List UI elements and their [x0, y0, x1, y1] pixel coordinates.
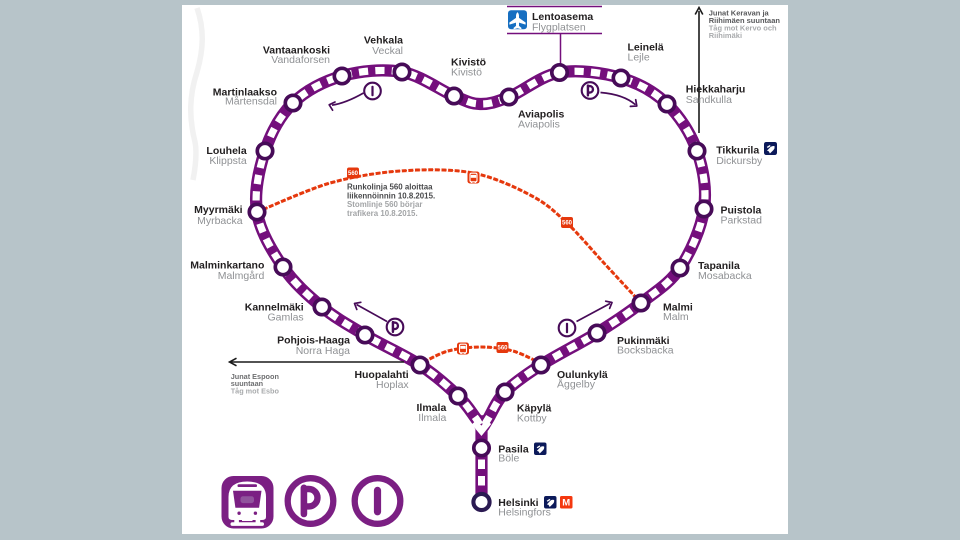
- svg-text:Martinlaakso: Martinlaakso: [213, 86, 277, 98]
- svg-text:Malmgård: Malmgård: [218, 270, 265, 282]
- svg-text:Riihimäki: Riihimäki: [709, 31, 742, 40]
- svg-text:M: M: [562, 498, 570, 509]
- svg-text:liikennöinnin 10.8.2015.: liikennöinnin 10.8.2015.: [347, 191, 435, 200]
- svg-text:Flygplatsen: Flygplatsen: [532, 22, 586, 34]
- svg-text:Junat Keravan ja: Junat Keravan ja: [709, 8, 770, 17]
- svg-text:Tikkurila: Tikkurila: [716, 144, 759, 156]
- svg-text:Malminkartano: Malminkartano: [190, 260, 264, 272]
- svg-text:Pohjois-Haaga: Pohjois-Haaga: [277, 335, 350, 347]
- svg-text:Mårtensdal: Mårtensdal: [225, 96, 277, 108]
- svg-text:Kivistö: Kivistö: [451, 66, 482, 78]
- svg-text:Malm: Malm: [663, 311, 689, 323]
- svg-text:Louhela: Louhela: [206, 145, 246, 157]
- svg-text:Tåg mot Kervo och: Tåg mot Kervo och: [709, 24, 777, 33]
- svg-text:Lentoasema: Lentoasema: [532, 11, 593, 23]
- svg-text:Pukinmäki: Pukinmäki: [617, 335, 670, 347]
- svg-text:Junat Espoon: Junat Espoon: [231, 372, 279, 381]
- svg-text:Helsingfors: Helsingfors: [498, 506, 551, 518]
- svg-text:Dickursby: Dickursby: [716, 155, 763, 167]
- svg-text:Myrbacka: Myrbacka: [197, 215, 243, 227]
- svg-text:Klippsta: Klippsta: [209, 155, 247, 167]
- svg-text:Veckal: Veckal: [372, 45, 403, 57]
- svg-text:Myyrmäki: Myyrmäki: [194, 204, 243, 216]
- svg-text:Aviapolis: Aviapolis: [518, 118, 560, 130]
- svg-text:Hiekkaharju: Hiekkaharju: [686, 83, 746, 95]
- svg-text:Norra Haga: Norra Haga: [296, 345, 350, 357]
- svg-text:560: 560: [562, 221, 573, 227]
- svg-text:Åggelby: Åggelby: [557, 378, 596, 391]
- svg-text:Böle: Böle: [498, 453, 519, 465]
- svg-text:Ilmala: Ilmala: [418, 412, 446, 424]
- svg-text:suuntaan: suuntaan: [231, 379, 263, 388]
- svg-text:Kivistö: Kivistö: [451, 57, 486, 69]
- svg-text:Tåg mot Esbo: Tåg mot Esbo: [231, 386, 280, 395]
- svg-text:Helsinki: Helsinki: [498, 497, 538, 509]
- svg-text:Mosabacka: Mosabacka: [698, 270, 752, 282]
- svg-text:Vandaforsen: Vandaforsen: [271, 54, 330, 66]
- svg-text:Riihimäen suuntaan: Riihimäen suuntaan: [709, 16, 781, 25]
- svg-text:Kottby: Kottby: [517, 412, 548, 424]
- svg-text:Sandkulla: Sandkulla: [686, 94, 732, 106]
- svg-text:Runkolinja 560 aloittaa: Runkolinja 560 aloittaa: [347, 182, 433, 191]
- svg-text:Malmi: Malmi: [663, 301, 693, 313]
- svg-text:Gamlas: Gamlas: [268, 311, 304, 323]
- svg-text:Käpylä: Käpylä: [517, 402, 552, 414]
- svg-text:Vehkala: Vehkala: [364, 35, 403, 47]
- svg-text:trafikera 10.8.2015.: trafikera 10.8.2015.: [347, 209, 418, 218]
- svg-text:Huopalahti: Huopalahti: [354, 369, 408, 381]
- svg-text:Stomlinje 560 börjar: Stomlinje 560 börjar: [347, 200, 422, 209]
- svg-text:Kannelmäki: Kannelmäki: [245, 302, 304, 314]
- svg-text:Puistola: Puistola: [721, 205, 762, 217]
- svg-text:Lejle: Lejle: [628, 51, 650, 63]
- svg-text:Parkstad: Parkstad: [721, 214, 763, 226]
- svg-text:Pasila: Pasila: [498, 444, 529, 456]
- svg-text:Leinelä: Leinelä: [628, 42, 664, 54]
- svg-text:Vantaankoski: Vantaankoski: [263, 44, 330, 56]
- svg-text:Oulunkylä: Oulunkylä: [557, 369, 608, 381]
- svg-text:Hoplax: Hoplax: [376, 379, 409, 391]
- svg-text:Aviapolis: Aviapolis: [518, 109, 564, 121]
- svg-text:Tapanila: Tapanila: [698, 260, 740, 272]
- svg-text:560: 560: [348, 171, 359, 177]
- svg-text:560: 560: [497, 346, 508, 352]
- svg-text:Ilmala: Ilmala: [417, 402, 447, 414]
- svg-text:Bocksbacka: Bocksbacka: [617, 345, 674, 357]
